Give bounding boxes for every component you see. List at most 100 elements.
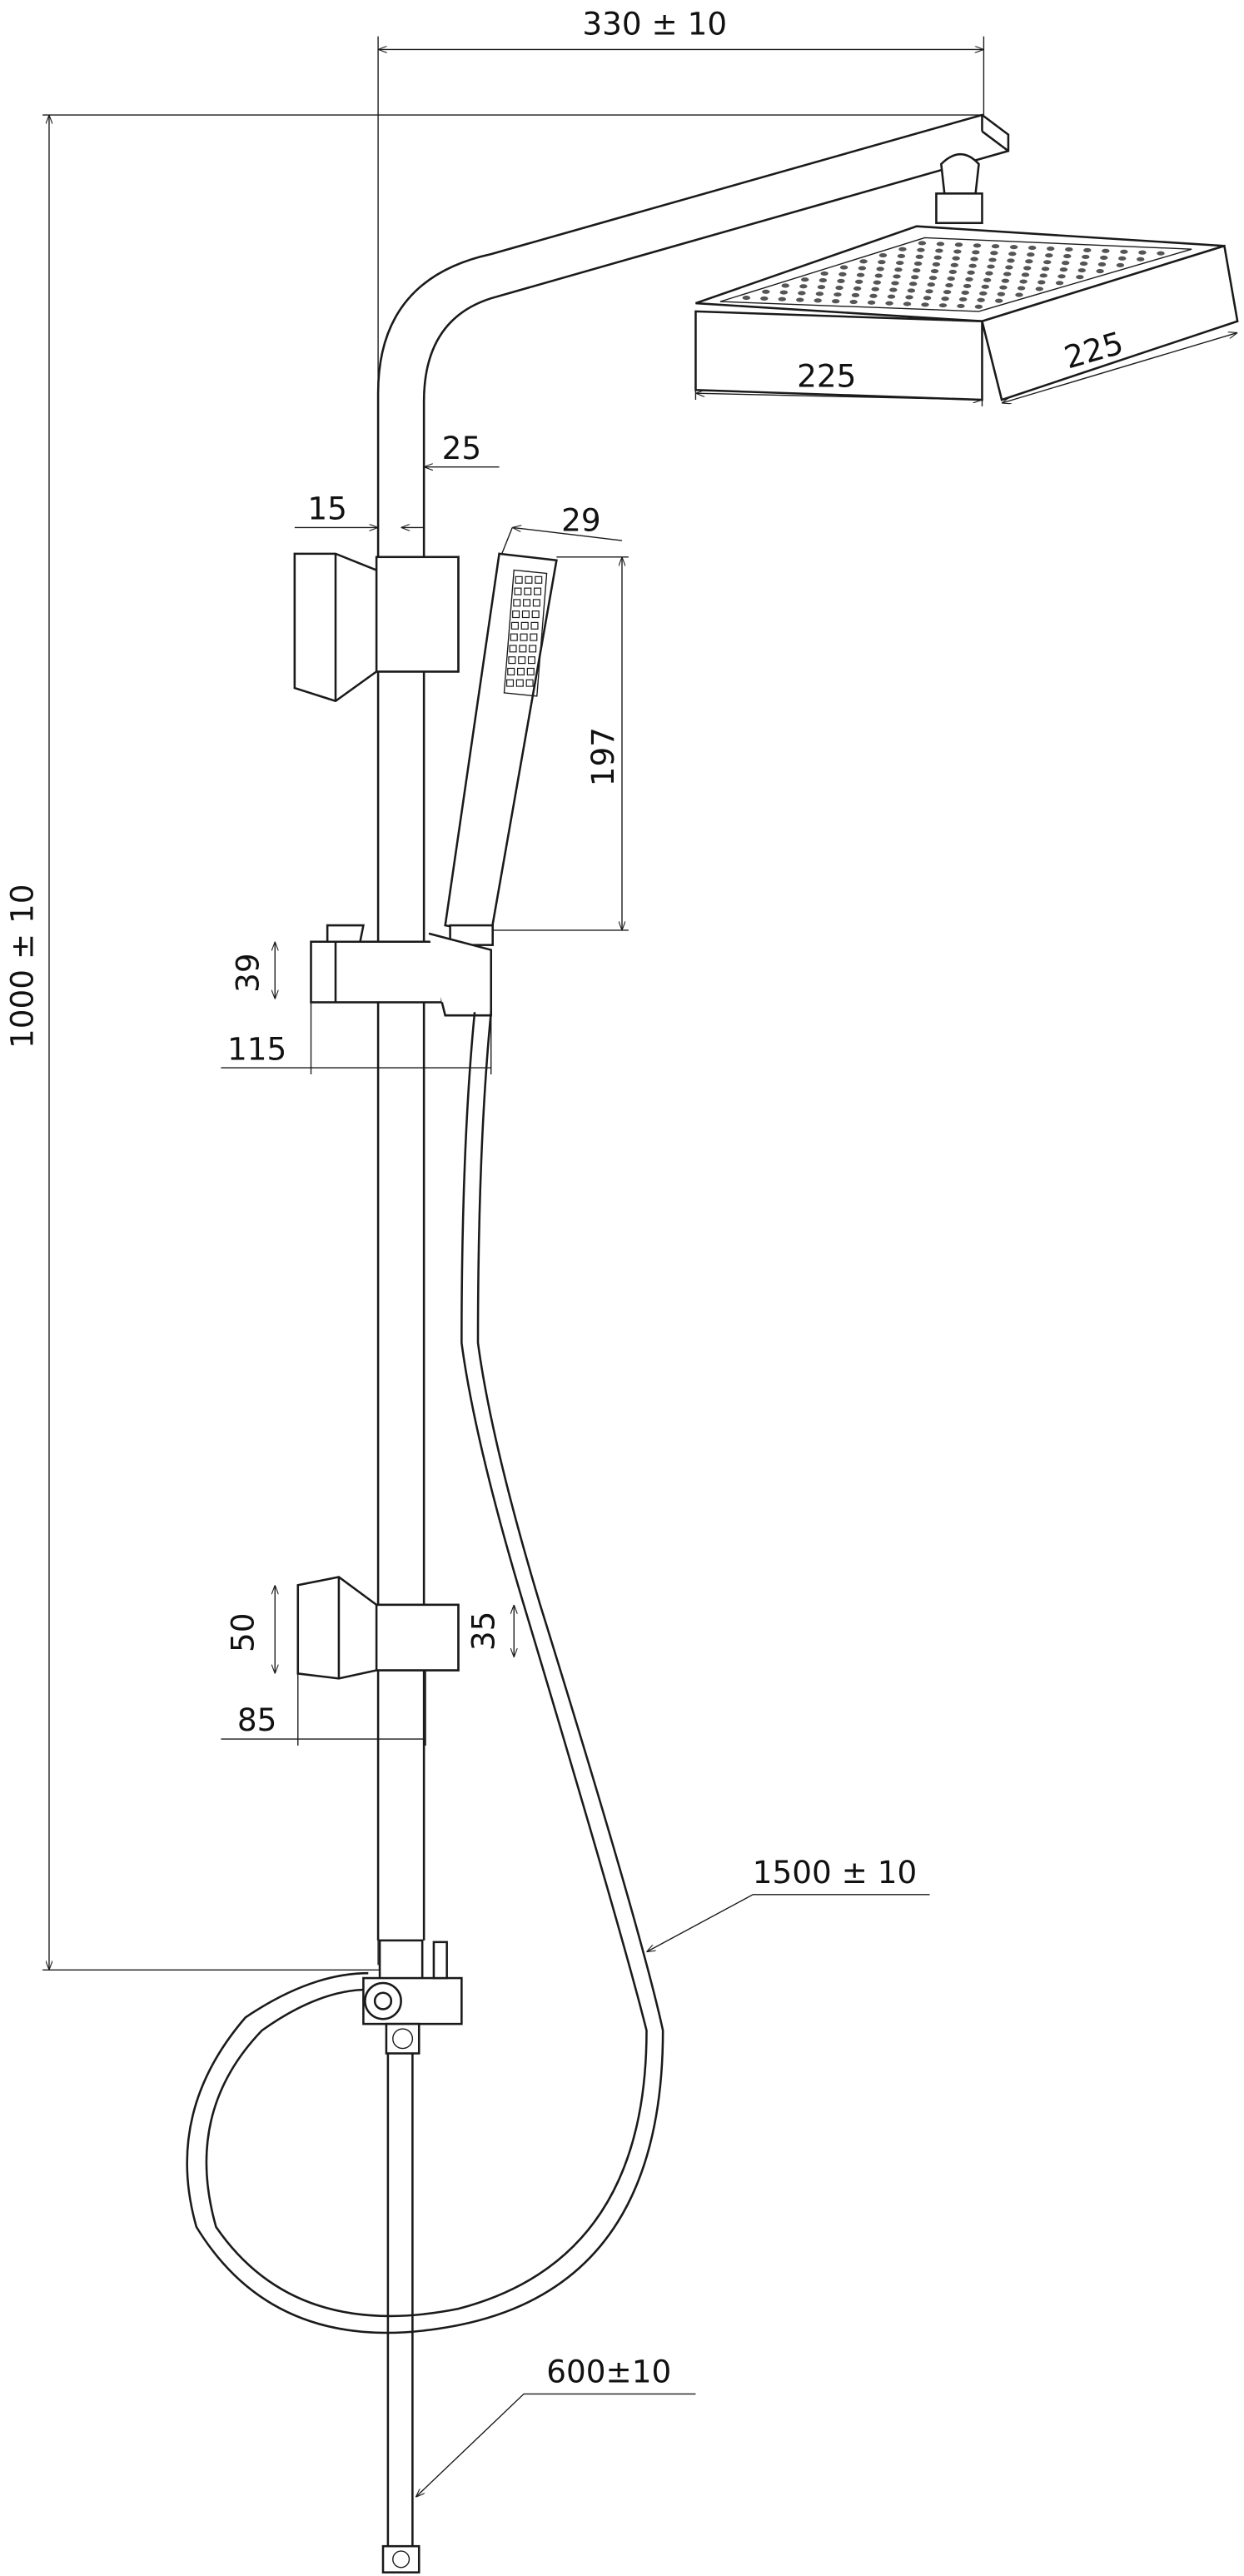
nozzle-dot: [1025, 259, 1033, 264]
nozzle-dot: [856, 272, 865, 277]
nozzle-dot: [973, 243, 982, 248]
nozzle-dot: [928, 276, 938, 281]
nozzle-dot: [799, 284, 808, 289]
nozzle-dot: [876, 267, 884, 272]
nozzle-dot: [970, 257, 978, 262]
dim-hand-length: 197: [585, 727, 621, 786]
nozzle-dot: [831, 299, 840, 304]
nozzle-dot: [1041, 267, 1050, 272]
dim-hose-length: 1500 ± 10: [753, 1854, 918, 1891]
nozzle-dot: [878, 260, 886, 265]
nozzle-dot: [938, 303, 948, 308]
nozzle-dot: [1082, 254, 1090, 260]
hand-nozzle: [518, 656, 526, 665]
hand-nozzle: [525, 575, 533, 584]
nozzle-dot: [1046, 246, 1055, 252]
hand-nozzle: [508, 656, 516, 665]
nozzle-dot: [1136, 257, 1145, 262]
nozzle-dot: [859, 259, 868, 264]
hand-nozzle: [520, 621, 529, 630]
dim-holder-depth: 115: [227, 1030, 286, 1067]
nozzle-dot: [1157, 251, 1165, 256]
nozzle-dot: [889, 287, 898, 292]
nozzle-dot: [936, 242, 945, 247]
nozzle-dot: [849, 299, 858, 305]
nozzle-dot: [1017, 286, 1026, 291]
nozzle-dot: [893, 274, 901, 279]
dim-bracket-depth: 85: [237, 1702, 277, 1738]
hand-nozzle: [506, 679, 515, 687]
nozzle-dot: [867, 300, 876, 305]
hand-nozzle: [520, 633, 528, 641]
nozzle-dot: [851, 292, 860, 298]
nozzle-dot: [1100, 255, 1108, 260]
dim-rail-diameter: 15: [307, 491, 346, 527]
nozzle-dot: [987, 264, 995, 269]
nozzle-dot: [1009, 245, 1018, 250]
nozzle-dot: [932, 262, 941, 267]
nozzle-dot: [1096, 268, 1104, 274]
nozzle-dot: [965, 277, 973, 282]
nozzle-dot: [1116, 262, 1125, 267]
nozzle-dot: [760, 296, 769, 301]
nozzle-dot: [994, 298, 1003, 303]
nozzle-dot: [839, 265, 848, 270]
nozzle-dot: [1039, 273, 1047, 278]
nozzle-dot: [1008, 252, 1017, 257]
dim-hand-width: 29: [561, 501, 601, 538]
nozzle-dot: [957, 303, 965, 309]
nozzle-dot: [903, 301, 912, 306]
nozzle-dot: [915, 254, 924, 259]
nozzle-dot: [796, 297, 804, 302]
nozzle-dot: [885, 301, 893, 306]
nozzle-dot: [1023, 266, 1032, 271]
nozzle-dot: [1055, 281, 1064, 286]
hand-nozzle: [525, 679, 534, 687]
nozzle-dot: [779, 290, 789, 295]
nozzle-dot: [871, 286, 879, 291]
hand-nozzle: [529, 645, 537, 653]
nozzle-dot: [935, 248, 943, 253]
dim-arm-reach: 330 ± 10: [582, 6, 727, 42]
nozzle-dot: [800, 277, 809, 282]
nozzle-dot: [979, 291, 988, 296]
nozzle-dot: [908, 282, 918, 286]
nozzle-dot: [948, 269, 958, 274]
dim-inlet-hose: 600±10: [546, 2354, 671, 2390]
nozzle-dot: [921, 302, 929, 307]
dim-head-width: 225: [797, 357, 856, 394]
nozzle-dot: [1027, 252, 1035, 257]
nozzle-dot: [833, 292, 842, 297]
nozzle-dot: [1007, 258, 1015, 263]
nozzle-dot: [1061, 261, 1070, 266]
hand-nozzle: [531, 610, 540, 619]
nozzle-dot: [968, 263, 977, 268]
hand-shower: [444, 552, 558, 946]
nozzle-dot: [954, 242, 963, 247]
nozzle-dot: [958, 296, 968, 302]
nozzle-dot: [967, 270, 975, 275]
nozzle-dot: [981, 284, 990, 289]
nozzle-dot: [896, 261, 904, 266]
nozzle-dot: [878, 252, 888, 258]
nozzle-dot: [1063, 254, 1072, 259]
dim-bracket-block: 35: [465, 1612, 502, 1652]
nozzle-dot: [905, 295, 913, 300]
nozzle-dot: [977, 297, 985, 302]
hand-nozzle: [530, 621, 539, 630]
nozzle-dot: [930, 268, 939, 274]
hand-nozzle: [515, 575, 523, 584]
nozzle-dot: [974, 304, 983, 309]
hand-nozzle: [510, 633, 518, 641]
nozzle-dot: [1028, 246, 1037, 251]
nozzle-dot: [1057, 274, 1066, 279]
hand-nozzle: [534, 587, 542, 595]
hand-nozzle: [530, 633, 538, 641]
nozzle-dot: [1138, 250, 1147, 255]
nozzle-dot: [873, 280, 882, 285]
nozzle-dot: [988, 257, 997, 262]
nozzle-dot: [997, 291, 1006, 296]
nozzle-dot: [917, 247, 925, 252]
nozzle-dot: [817, 285, 826, 290]
nozzle-dot: [950, 262, 959, 267]
